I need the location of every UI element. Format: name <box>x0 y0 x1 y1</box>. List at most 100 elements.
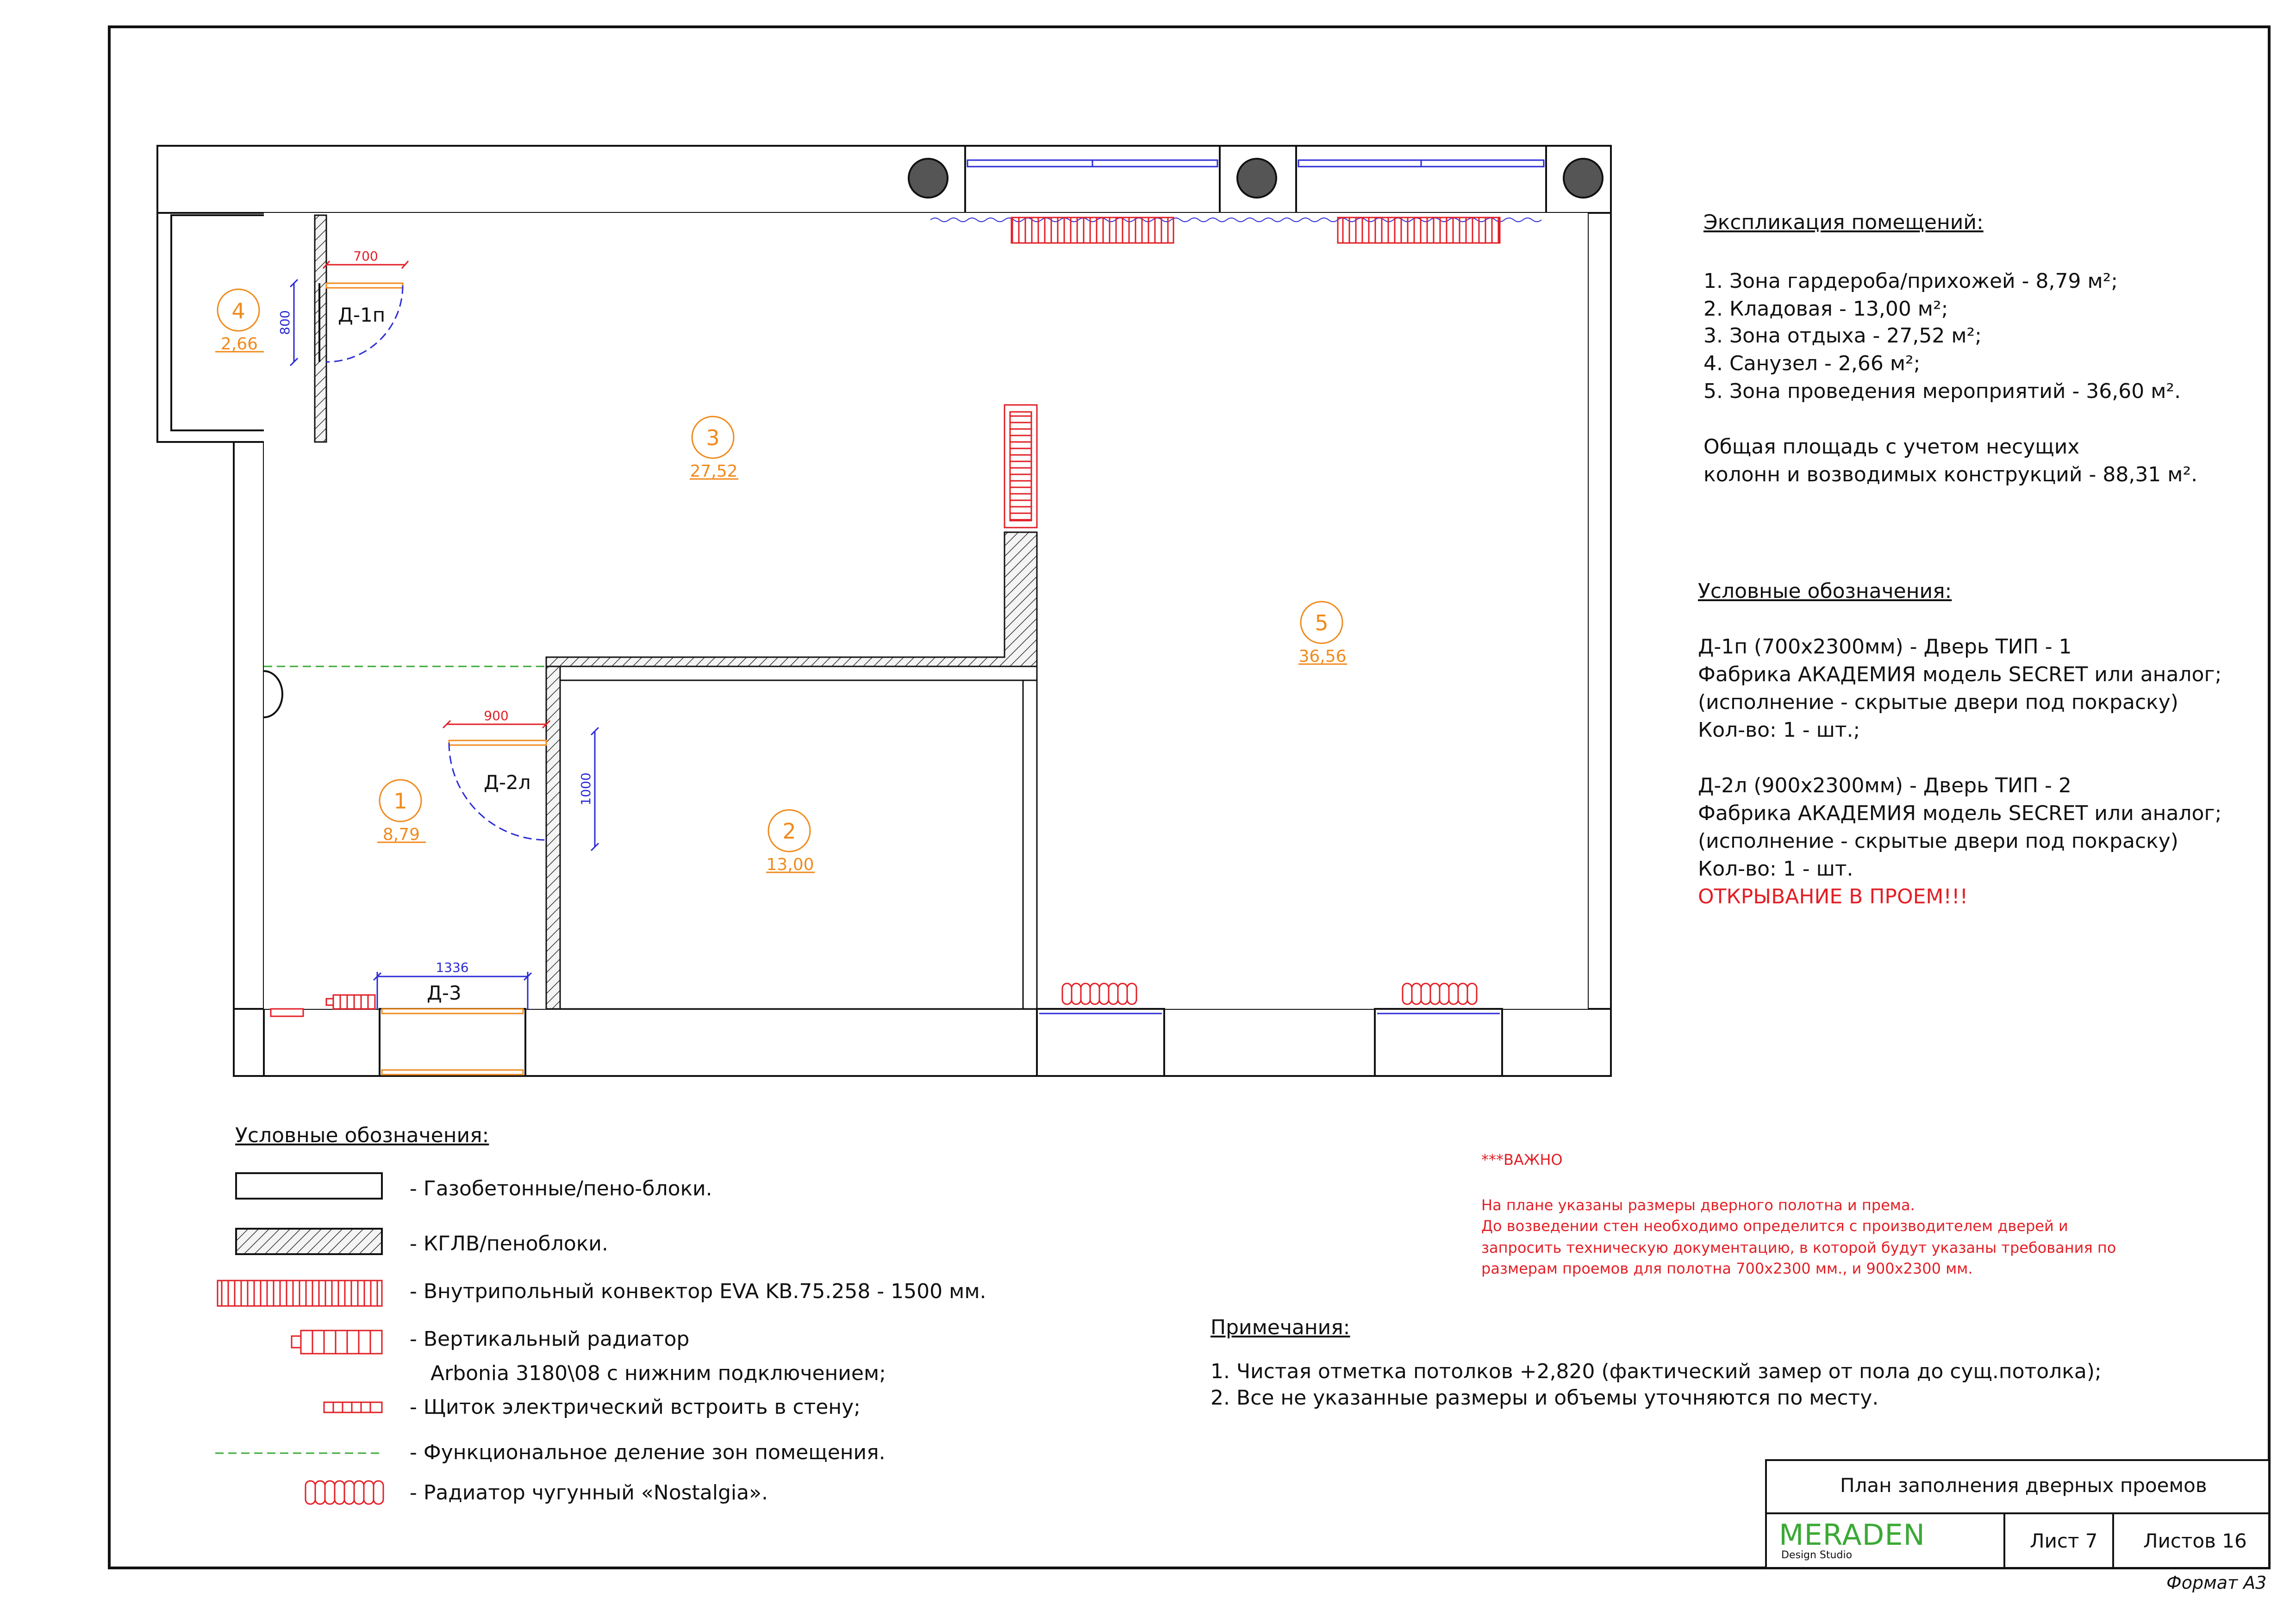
legend-symbol-shield <box>323 1401 383 1413</box>
door-d2-label: Д-2л <box>484 771 531 794</box>
explication-item-1: 1. Зона гардероба/прихожей - 8,79 м²; <box>1703 269 2118 293</box>
radiator-nostalgia-2 <box>1402 983 1478 1005</box>
room-2-area: 13,00 <box>766 855 814 874</box>
convector-1 <box>1011 217 1174 244</box>
sheet-frame <box>108 25 2271 1569</box>
door-legend-line-8: (исполнение - скрытые двери под покраску… <box>1698 829 2178 853</box>
room-1-area: 8,79 <box>383 825 420 844</box>
radiator-nostalgia-1 <box>1061 983 1137 1005</box>
important-title: ***ВАЖНО <box>1481 1151 1563 1169</box>
important-line-1: На плане указаны размеры дверного полотн… <box>1481 1196 1915 1214</box>
legend-item-nostalgia: - Радиатор чугунный «Nostalgia». <box>410 1481 768 1505</box>
room-marker-2 <box>767 809 811 852</box>
convector-2 <box>1337 217 1501 244</box>
room-marker-3 <box>691 416 735 459</box>
explication-total-2: колонн и возводимых конструкций - 88,31 … <box>1703 463 2198 486</box>
door-legend-line-4: Кол-во: 1 - шт.; <box>1698 718 1860 742</box>
legend-symbol-gasblock <box>235 1172 383 1200</box>
title-block <box>1765 1459 2270 1569</box>
door-legend-title: Условные обозначения: <box>1698 579 1952 603</box>
brand-logo: MERADEN <box>1779 1518 1925 1552</box>
column-1 <box>908 158 948 199</box>
legend-item-vertical-radiator-2: Arbonia 3180\08 с нижним подключением; <box>430 1362 886 1385</box>
notes-line-2: 2. Все не указанные размеры и объемы уто… <box>1210 1386 1879 1410</box>
legend-item-convector: - Внутрипольный конвектор EVA KB.75.258 … <box>410 1280 986 1303</box>
door-legend-line-3: (исполнение - скрытые двери под покраску… <box>1698 690 2178 714</box>
room-marker-5 <box>1300 601 1343 644</box>
important-line-3: запросить техническую документацию, в ко… <box>1481 1239 2116 1256</box>
door-legend-warning: ОТКРЫВАНИЕ В ПРОЕМ!!! <box>1698 885 1968 908</box>
legend-symbol-convector <box>217 1280 383 1307</box>
important-line-2: До возведении стен необходимо определитс… <box>1481 1217 2068 1235</box>
legend-symbols <box>215 1172 384 1505</box>
legend-item-vertical-radiator: - Вертикальный радиатор <box>410 1327 690 1351</box>
column-2 <box>1236 158 1277 199</box>
wall-niche <box>263 670 283 718</box>
room-4-number: 4 <box>231 298 245 323</box>
door-d3-dimension <box>373 972 532 1009</box>
sheet-count: Листов 16 <box>2143 1530 2247 1552</box>
door-d1-label: Д-1п <box>338 304 385 326</box>
explication-item-5: 5. Зона проведения мероприятий - 36,60 м… <box>1703 379 2181 403</box>
convector-vertical-outer <box>1004 404 1038 529</box>
room-4-area: 2,66 <box>221 335 258 354</box>
door-d1 <box>289 261 409 367</box>
door-d1-width-dim: 700 <box>353 249 378 264</box>
paper-format: Формат А3 <box>2166 1573 2267 1593</box>
room-marker-1 <box>379 779 422 822</box>
electric-shield-plan <box>270 1008 304 1017</box>
room-3-number: 3 <box>706 425 719 450</box>
explication-total-1: Общая площадь с учетом несущих <box>1703 435 2080 459</box>
legend-item-kglv: - КГЛВ/пеноблоки. <box>410 1232 608 1256</box>
vertical-radiator-entrance <box>325 994 376 1010</box>
door-legend-line-6: Д-2л (900х2300мм) - Дверь ТИП - 2 <box>1698 774 2071 797</box>
partitions <box>314 214 1038 1010</box>
legend-item-zone-line: - Функциональное деление зон помещения. <box>410 1441 886 1464</box>
legend-symbol-vertical-radiator <box>291 1330 383 1355</box>
room-5-number: 5 <box>1315 610 1328 635</box>
room-marker-4 <box>217 288 260 332</box>
room-5-area: 36,56 <box>1298 647 1346 666</box>
explication-title: Экспликация помещений: <box>1703 211 1984 234</box>
convector-vertical <box>1009 411 1032 522</box>
brand-subtitle: Design Studio <box>1781 1549 1853 1561</box>
door-d2-depth-dim: 1000 <box>578 772 593 805</box>
legend-item-gasblock: - Газобетонные/пено-блоки. <box>410 1177 712 1200</box>
drawing-title: План заполнения дверных проемов <box>1840 1474 2207 1497</box>
door-d1-depth-dim: 800 <box>277 310 293 335</box>
door-d3-width-dim: 1336 <box>436 960 468 975</box>
top-window-frames <box>964 146 1547 213</box>
door-d2-width-dim: 900 <box>484 708 508 723</box>
room-1-number: 1 <box>393 789 407 814</box>
room-markers <box>215 288 1347 873</box>
room-2-number: 2 <box>782 819 796 844</box>
partition-storage-top <box>555 665 1038 681</box>
explication-item-2: 2. Кладовая - 13,00 м²; <box>1703 297 1948 321</box>
explication-item-3: 3. Зона отдыха - 27,52 м²; <box>1703 324 1982 348</box>
partition-storage-left <box>545 665 561 1010</box>
partition-storage-right <box>1022 679 1038 1010</box>
bottom-openings <box>379 1008 1503 1077</box>
explication-item-4: 4. Санузел - 2,66 м²; <box>1703 352 1921 375</box>
door-legend-line-2: Фабрика АКАДЕМИЯ модель SECRET или анало… <box>1698 663 2222 686</box>
door-legend-line-9: Кол-во: 1 - шт. <box>1698 857 1853 881</box>
notes-title: Примечания: <box>1210 1316 1350 1339</box>
door-d2 <box>442 720 599 852</box>
storage-room <box>559 679 1024 1010</box>
notes-line-1: 1. Чистая отметка потолков +2,820 (факти… <box>1210 1360 2102 1383</box>
legend-title: Условные обозначения: <box>235 1124 489 1147</box>
radiators-nostalgia <box>1061 983 1478 1005</box>
room-3-area: 27,52 <box>690 462 737 481</box>
door-legend-line-7: Фабрика АКАДЕМИЯ модель SECRET или анало… <box>1698 802 2222 825</box>
partition-bath-right <box>314 214 327 443</box>
top-windows <box>967 159 1545 168</box>
column-3 <box>1563 158 1603 199</box>
door-d3-label: Д-3 <box>427 982 462 1004</box>
legend-symbol-kglv <box>235 1228 383 1255</box>
entrance-door-leaves <box>381 1008 524 1076</box>
sheet-number: Лист 7 <box>2030 1530 2098 1552</box>
legend-item-shield: - Щиток электрический встроить в стену; <box>410 1395 861 1419</box>
important-line-4: размерам проемов для полотна 700х2300 мм… <box>1481 1260 1973 1277</box>
legend-symbol-nostalgia <box>305 1480 384 1505</box>
